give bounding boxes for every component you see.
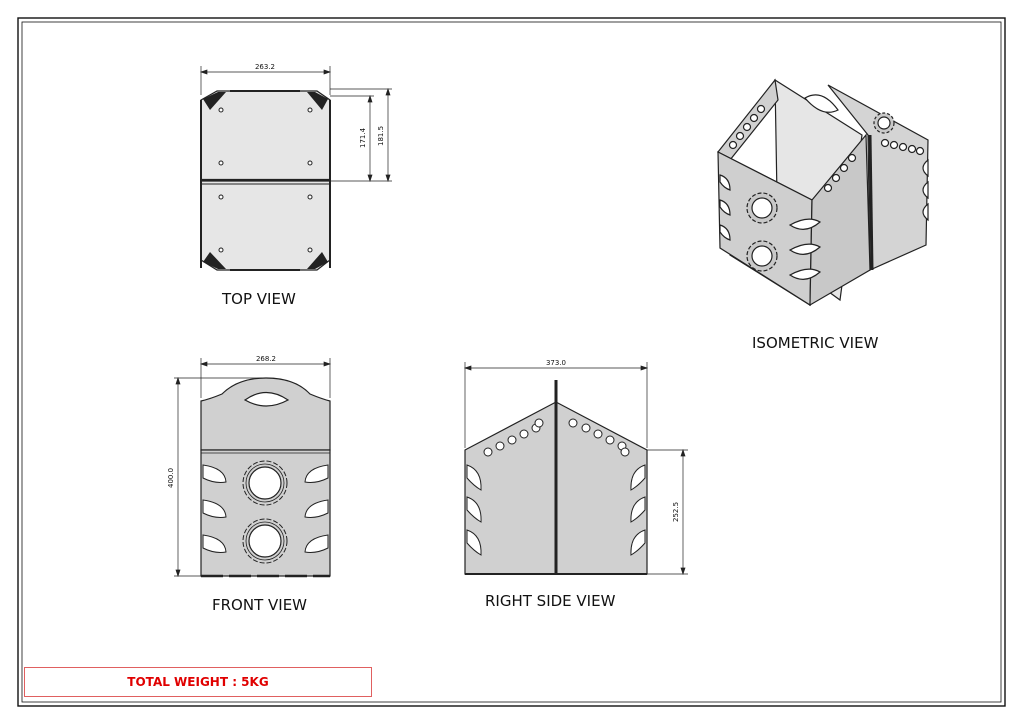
isometric-view-label: ISOMETRIC VIEW: [752, 334, 879, 352]
dim-side-width: 373.0: [546, 359, 566, 367]
dim-side-height: 252.5: [672, 502, 680, 522]
dim-front-height: 400.0: [167, 468, 175, 488]
front-view-drawing: [200, 377, 331, 578]
front-view-dimensions: [174, 358, 332, 578]
top-view-label: TOP VIEW: [222, 290, 296, 308]
dim-top-inner: 171.4: [359, 127, 367, 148]
front-view-handle-panel: [200, 377, 331, 451]
isometric-view-drawing: [717, 78, 929, 307]
front-view-label: FRONT VIEW: [212, 596, 308, 614]
front-gear-upper: [242, 460, 288, 506]
side-view-dimensions: [463, 362, 688, 576]
outer-border: [17, 17, 1006, 707]
side-view-drawing: [464, 380, 648, 575]
total-weight-text: TOTAL WEIGHT : 5KG: [127, 675, 269, 689]
top-view-lower-panel: [200, 180, 331, 271]
dim-top-outer: 181.5: [377, 126, 385, 146]
title-block-weight: TOTAL WEIGHT : 5KG: [24, 667, 372, 697]
front-gear-lower: [242, 518, 288, 564]
top-view-drawing: [200, 90, 331, 271]
inner-border: [21, 21, 1002, 703]
dim-top-width: 263.2: [255, 63, 275, 71]
right-side-view-label: RIGHT SIDE VIEW: [485, 592, 616, 610]
front-view-handle-hole: [243, 391, 290, 407]
top-view-upper-panel: [200, 90, 331, 182]
top-view-dimensions: [199, 66, 392, 183]
dim-front-width: 268.2: [256, 355, 276, 363]
